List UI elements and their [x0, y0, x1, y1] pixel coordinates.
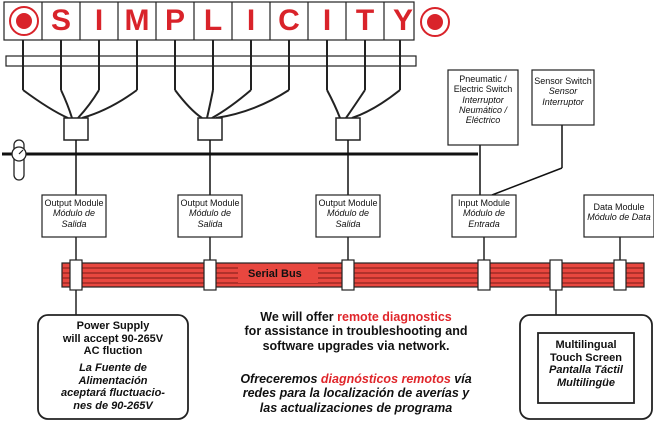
air-line — [2, 125, 563, 196]
brand-letter: T — [355, 4, 375, 37]
brand-letter: S — [50, 4, 71, 37]
brand-letter: I — [322, 4, 332, 37]
seal-logo-right — [420, 7, 450, 37]
power-supply-box — [37, 314, 189, 420]
brand-letter: M — [124, 4, 150, 37]
brand-letter: C — [278, 4, 300, 37]
power-supply-text: Power Supply will accept 90-265V AC fluc… — [61, 320, 165, 412]
serial-bus — [61, 259, 645, 291]
module-boxes — [41, 194, 654, 238]
brand-bar — [3, 1, 415, 41]
brand-letter: P — [164, 4, 185, 37]
pneumatic-switch-box — [447, 69, 519, 146]
brand-letter: Y — [392, 4, 413, 37]
sensor-switch-box — [531, 69, 595, 126]
regulator-icon — [11, 139, 27, 181]
brand-letter: I — [94, 4, 104, 37]
wiring-rail — [5, 40, 417, 119]
message-spanish: Ofreceremos diagnósticos remotos vía red… — [240, 372, 472, 415]
connectors — [63, 117, 361, 141]
brand-letter: L — [203, 4, 223, 37]
touch-screen-text: Multilingual Touch Screen Pantalla Tácti… — [549, 339, 623, 389]
touch-screen-display — [537, 332, 635, 404]
serial-bus-label: Serial Bus — [248, 268, 302, 280]
message-english: We will offer remote diagnostics for ass… — [244, 310, 468, 353]
seal-logo-left — [9, 6, 39, 36]
sensor-switch-label: Sensor Switch Sensor Interruptor — [534, 76, 592, 107]
pneumatic-switch-label: Pneumatic / Electric Switch Interruptor … — [453, 74, 513, 126]
brand-letter: I — [246, 4, 256, 37]
